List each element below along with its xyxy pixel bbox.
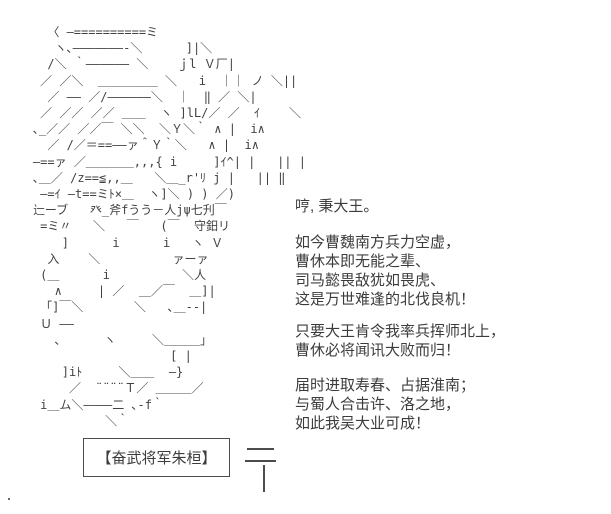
dialogue-line: 如此我吴大业可成！ (295, 415, 431, 432)
dialogue-line: 这是万世难逢的北伐良机！ (295, 291, 476, 308)
ascii-art-portrait: 〈 ―==========ミ ヽ､―――――――-＼ ]|＼ /＼ ｀―――――… (32, 25, 306, 428)
dialogue-line: 曹休本即无能之辈、 (295, 253, 431, 270)
dialogue-line: 与蜀人合击许、洛之地， (295, 396, 461, 413)
dialogue-line: 只要大王肯令我率兵挥师北上， (295, 323, 506, 340)
dialogue-line: 如今曹魏南方兵力空虚， (295, 234, 461, 251)
dialogue-line: 曹休必将闻讯大败而归！ (295, 342, 461, 359)
character-name-plate: 【奋武将军朱桓】 (83, 438, 230, 477)
aa-banner-stroke-bottom (245, 460, 276, 462)
aa-stray-dot (8, 498, 10, 500)
aa-banner-stroke-top (247, 448, 274, 450)
dialogue-line: 届时进取寿春、占据淮南； (295, 377, 476, 394)
aa-banner-pole-line (263, 465, 265, 492)
character-name-label: 【奋武将军朱桓】 (96, 450, 217, 467)
dialogue-line: 哼, 秉大王。 (295, 198, 379, 215)
dialogue-line: 司马懿畏敌犹如畏虎、 (295, 272, 446, 289)
